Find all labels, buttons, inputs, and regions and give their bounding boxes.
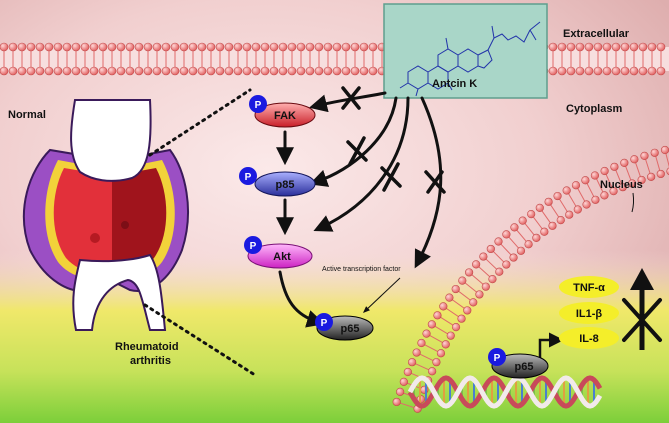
cytokine-il1b: IL1-β	[576, 308, 603, 320]
arrow-antcin-to-p85	[309, 96, 398, 187]
antcin-k-structure	[399, 21, 541, 97]
arrow-antcin-to-akt	[313, 96, 410, 232]
phospho-badge	[239, 167, 257, 185]
inhibition-marks	[341, 86, 446, 194]
dark-synovium	[112, 168, 167, 272]
arrow-antcin-to-tf	[414, 96, 443, 269]
protein-p85: p85 P	[239, 167, 316, 197]
up-arrow-crossed-icon	[622, 268, 662, 350]
dna-helix	[407, 375, 603, 409]
cytokine-pill	[559, 276, 619, 298]
p85-label: p85	[276, 179, 295, 191]
phospho-label: P	[494, 353, 501, 364]
cytokine-pill	[559, 302, 619, 324]
erosion-spot	[90, 233, 100, 243]
nucleus-pointer-line	[631, 192, 635, 213]
zoom-line-bottom	[143, 303, 257, 377]
phospho-label: P	[250, 241, 257, 252]
protein-p65-nucleus: p65 P	[488, 348, 549, 379]
cytoplasm-label: Cytoplasm	[566, 103, 622, 115]
phospho-badge	[244, 236, 262, 254]
extracellular-label: Extracellular	[563, 28, 630, 40]
phospho-badge	[249, 95, 267, 113]
x-mark-icon	[424, 170, 446, 194]
phospho-label: P	[321, 318, 328, 329]
arrow-akt-to-p65	[278, 270, 325, 328]
promoter-arrow	[538, 332, 564, 358]
normal-label: Normal	[8, 109, 46, 121]
phospho-label: P	[245, 172, 252, 183]
antcin-k-label: Antcin K	[432, 78, 477, 90]
arrow-tf-to-p65	[362, 277, 401, 313]
protein-p65-cytoplasm: p65 P	[315, 313, 374, 341]
ra-label-line1: Rheumatoid	[115, 341, 179, 353]
phospho-badge	[488, 348, 506, 366]
akt-label: Akt	[273, 251, 291, 263]
zoom-line-top	[148, 88, 252, 157]
inflamed-synovium	[53, 168, 112, 272]
phospho-label: P	[255, 100, 262, 111]
p65-nuclear-label: p65	[515, 361, 534, 373]
protein-fak: FAK P	[249, 95, 316, 128]
erosion-spot	[121, 221, 129, 229]
cytokine-list: TNF-α IL1-β IL-8	[559, 276, 619, 349]
x-mark-icon	[341, 86, 361, 110]
cell-membrane	[0, 42, 669, 76]
x-mark-icon	[346, 136, 368, 166]
fak-label: FAK	[274, 110, 296, 122]
transcription-factor-label: Active transcription factor	[322, 266, 401, 273]
p65-label: p65	[341, 323, 360, 335]
phospho-badge	[315, 313, 333, 331]
cytokine-il8: IL-8	[579, 333, 599, 345]
bone-upper	[70, 99, 152, 182]
nucleus-label: Nucleus	[600, 179, 643, 191]
ra-label-line2: arthritis	[130, 355, 171, 367]
bone-lower	[72, 253, 167, 331]
x-mark-icon	[380, 162, 402, 192]
antcin-k-box: Antcin K	[383, 3, 548, 99]
joint-illustration	[22, 99, 189, 331]
cytokine-pill	[559, 327, 619, 349]
cytokine-tnf: TNF-α	[573, 282, 605, 294]
protein-akt: Akt P	[244, 236, 313, 269]
